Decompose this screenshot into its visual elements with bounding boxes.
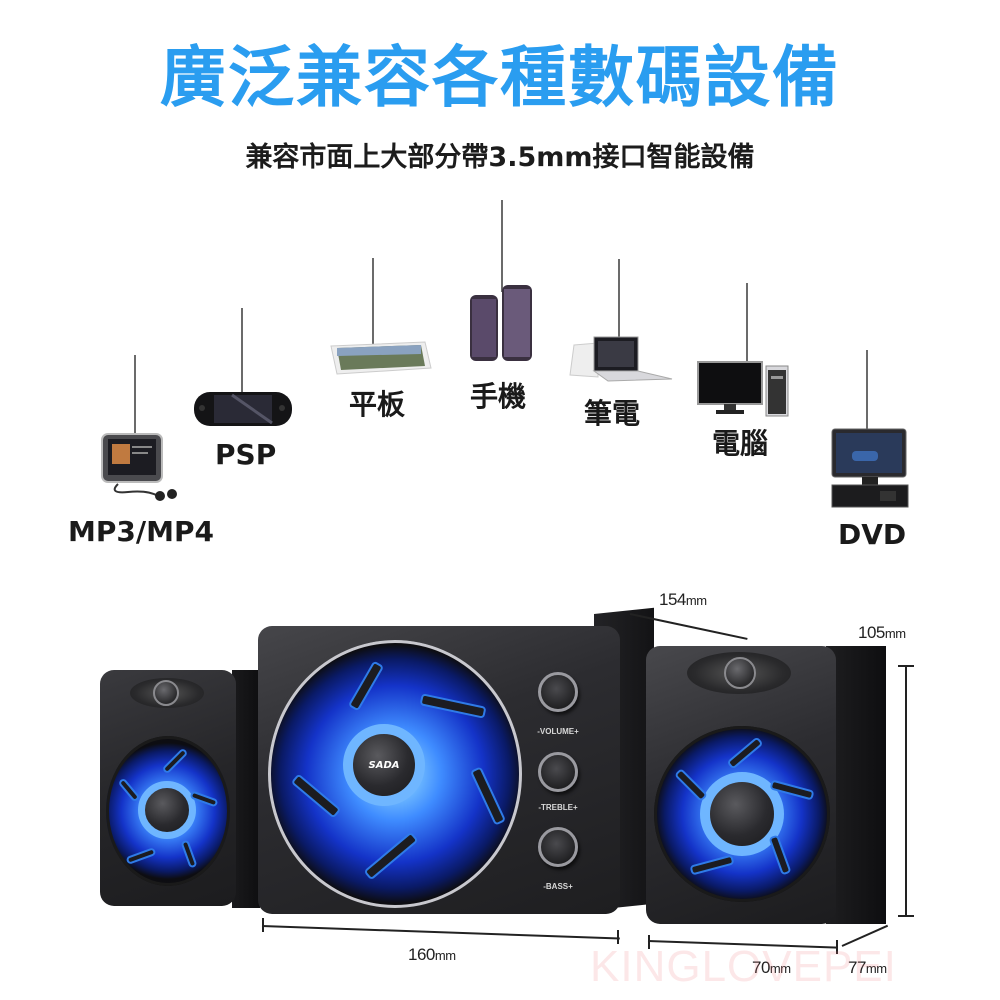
dimension-satellite-width: 70mm [752, 958, 791, 977]
volume-label: -VOLUME+ [537, 727, 579, 736]
device-label: 平板 [349, 388, 406, 421]
dimension-subwoofer-width: 160mm [408, 945, 456, 964]
brand-logo-hub: SADA [343, 724, 425, 806]
treble-label: -TREBLE+ [538, 803, 578, 812]
tweeter-dome [153, 680, 179, 706]
device-label: DVD [838, 518, 907, 551]
dimension-satellite-height: 105mm [858, 623, 906, 642]
watermark: KINGLOVEPEI [590, 942, 897, 991]
bass-label: -BASS+ [543, 882, 573, 891]
smartphone-icon [470, 285, 532, 361]
mp3-player-icon [101, 433, 177, 501]
treble-knob[interactable] [538, 752, 578, 792]
psp-console-icon [194, 392, 292, 426]
device-label: 手機 [470, 380, 527, 413]
laptop-icon [569, 336, 673, 382]
page-title: 廣泛兼容各種數碼設備 [160, 39, 840, 116]
brand-logo: SADA [368, 759, 400, 771]
driver-hub [138, 781, 196, 839]
volume-knob[interactable] [538, 672, 578, 712]
page-subtitle: 兼容市面上大部分帶3.5mm接口智能設備 [245, 142, 755, 173]
dimension-subwoofer-depth: 154mm [659, 590, 707, 609]
device-label: MP3/MP4 [68, 515, 214, 548]
dimension-satellite-depth: 77mm [848, 958, 887, 977]
desktop-computer-icon [697, 361, 789, 417]
bass-knob[interactable] [538, 827, 578, 867]
tablet-icon [330, 341, 432, 375]
device-label: PSP [215, 438, 277, 471]
device-label: 電腦 [712, 427, 769, 460]
device-label: 筆電 [584, 397, 641, 430]
tweeter-dome [724, 657, 756, 689]
portable-dvd-icon [831, 428, 909, 508]
